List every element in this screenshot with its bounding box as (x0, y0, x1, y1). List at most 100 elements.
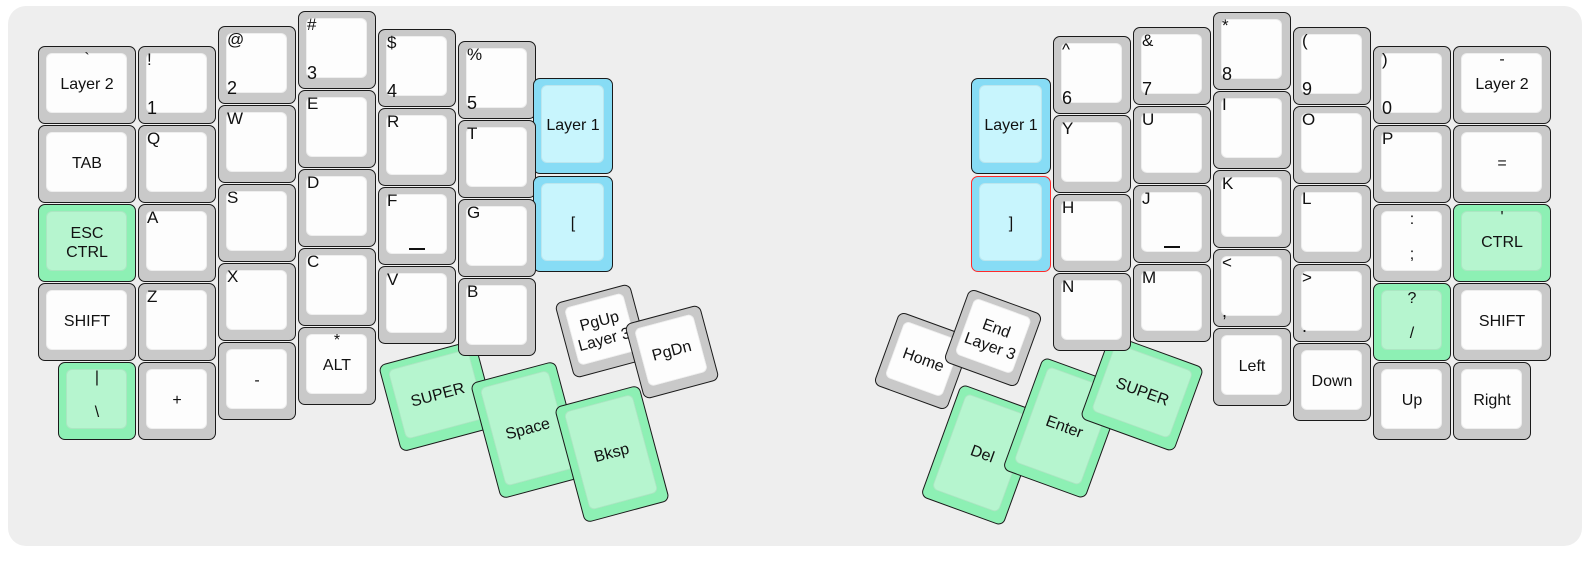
keycap-surface (306, 18, 367, 78)
keycap-surface (146, 53, 207, 113)
key-r-r1-c2[interactable]: &7 (1133, 27, 1211, 105)
key-l-r4-c1[interactable]: SHIFT (38, 283, 136, 361)
keycap-surface (1221, 19, 1282, 79)
keycap-surface (979, 183, 1042, 261)
key-l-r3-c2[interactable]: A (138, 204, 216, 282)
key-l-r2-c7[interactable]: [ (533, 176, 613, 272)
key-l-r1-c6[interactable]: %5 (458, 41, 536, 119)
key-l-r1-c3[interactable]: @2 (218, 26, 296, 104)
keycap-surface (1381, 290, 1442, 350)
keycap-surface (1461, 369, 1522, 429)
key-l-r2-c5[interactable]: R (378, 108, 456, 186)
key-r-r1-c0[interactable]: Layer 1 (971, 78, 1051, 174)
key-r-r2-c3[interactable]: I (1213, 91, 1291, 169)
key-l-r1-c2[interactable]: !1 (138, 46, 216, 124)
keycap-surface (226, 191, 287, 251)
key-r-r5-c4[interactable]: Down (1293, 343, 1371, 421)
key-r-r3-c6[interactable]: 'CTRL (1453, 204, 1551, 282)
key-l-r4-c3[interactable]: X (218, 263, 296, 341)
key-l-r2-c4[interactable]: E (298, 90, 376, 168)
key-l-r2-c1[interactable]: TAB (38, 125, 136, 203)
key-r-r5-c3[interactable]: Left (1213, 328, 1291, 406)
keycap-surface (1461, 132, 1542, 192)
keycap-surface (386, 273, 447, 333)
key-l-r3-c6[interactable]: G (458, 199, 536, 277)
key-r-r1-c1[interactable]: ^6 (1053, 36, 1131, 114)
key-l-r5-c1[interactable]: |\ (58, 362, 136, 440)
key-r-r3-c2[interactable]: J (1133, 185, 1211, 263)
key-l-r5-c2[interactable]: + (138, 362, 216, 440)
key-l-r5-c3[interactable]: - (218, 342, 296, 420)
keycap-surface (1461, 53, 1542, 113)
keycap-surface (466, 285, 527, 345)
key-l-r1-c1[interactable]: `Layer 2 (38, 46, 136, 124)
keycap-surface (146, 369, 207, 429)
keycap-surface (466, 206, 527, 266)
key-l-r1-c5[interactable]: $4 (378, 29, 456, 107)
keycap-surface (979, 85, 1042, 163)
key-l-r1-c7[interactable]: Layer 1 (533, 78, 613, 174)
keycap-surface (306, 334, 367, 394)
keycap-surface (541, 183, 604, 261)
keycap-surface (1061, 201, 1122, 261)
keycap-surface (387, 348, 487, 440)
keycap-surface (1090, 342, 1194, 439)
keycap-surface (46, 132, 127, 192)
keycap-surface (386, 115, 447, 175)
keycap-surface (954, 297, 1033, 375)
key-r-r3-c4[interactable]: L (1293, 185, 1371, 263)
key-r-r4-c6[interactable]: SHIFT (1453, 283, 1551, 361)
key-l-r3-c5[interactable]: F (378, 187, 456, 265)
key-r-r4-c4[interactable]: >. (1293, 264, 1371, 342)
keycap-surface (1381, 211, 1442, 271)
key-l-r3-c4[interactable]: D (298, 169, 376, 247)
keycap-surface (386, 36, 447, 96)
key-r-r2-c2[interactable]: U (1133, 106, 1211, 184)
keycap-surface (226, 349, 287, 409)
key-l-r4-c2[interactable]: Z (138, 283, 216, 361)
keycap-surface (1301, 34, 1362, 94)
key-r-r5-c5[interactable]: Up (1373, 362, 1451, 440)
key-l-r1-c4[interactable]: #3 (298, 11, 376, 89)
key-r-r4-c3[interactable]: <, (1213, 249, 1291, 327)
key-r-r2-c0[interactable]: ] (971, 176, 1051, 272)
keycap-surface (1141, 192, 1202, 252)
keycap-surface (1381, 53, 1442, 113)
key-r-r1-c6[interactable]: -Layer 2 (1453, 46, 1551, 124)
key-r-r2-c6[interactable]: = (1453, 125, 1551, 203)
keycap-surface (1061, 280, 1122, 340)
key-r-r1-c3[interactable]: *8 (1213, 12, 1291, 90)
keycap-surface (146, 211, 207, 271)
key-r-r1-c5[interactable]: )0 (1373, 46, 1451, 124)
key-r-r2-c1[interactable]: Y (1053, 115, 1131, 193)
key-l-r4-c6[interactable]: B (458, 278, 536, 356)
key-r-r4-c5[interactable]: ?/ (1373, 283, 1451, 361)
keycap-surface (1221, 335, 1282, 395)
keycap-surface (1141, 34, 1202, 94)
key-r-r3-c5[interactable]: :; (1373, 204, 1451, 282)
keycap-surface (1061, 43, 1122, 103)
key-r-r3-c1[interactable]: H (1053, 194, 1131, 272)
key-r-r5-c6[interactable]: Right (1453, 362, 1531, 440)
key-r-r2-c5[interactable]: P (1373, 125, 1451, 203)
keycap-surface (466, 48, 527, 108)
key-l-r2-c6[interactable]: T (458, 120, 536, 198)
key-l-r4-c4[interactable]: C (298, 248, 376, 326)
key-l-r2-c2[interactable]: Q (138, 125, 216, 203)
key-r-r2-c4[interactable]: O (1293, 106, 1371, 184)
key-l-r4-c5[interactable]: V (378, 266, 456, 344)
key-r-r3-c3[interactable]: K (1213, 170, 1291, 248)
key-l-r2-c3[interactable]: W (218, 105, 296, 183)
key-r-r1-c4[interactable]: (9 (1293, 27, 1371, 105)
keycap-surface (1301, 271, 1362, 331)
keycap-surface (541, 85, 604, 163)
key-r-r4-c2[interactable]: M (1133, 264, 1211, 342)
keycap-surface (1301, 350, 1362, 410)
key-l-r5-c4[interactable]: *ALT (298, 327, 376, 405)
key-r-r4-c1[interactable]: N (1053, 273, 1131, 351)
keycap-surface (306, 255, 367, 315)
keycap-surface (226, 33, 287, 93)
keycap-surface (563, 393, 659, 511)
key-l-r3-c3[interactable]: S (218, 184, 296, 262)
